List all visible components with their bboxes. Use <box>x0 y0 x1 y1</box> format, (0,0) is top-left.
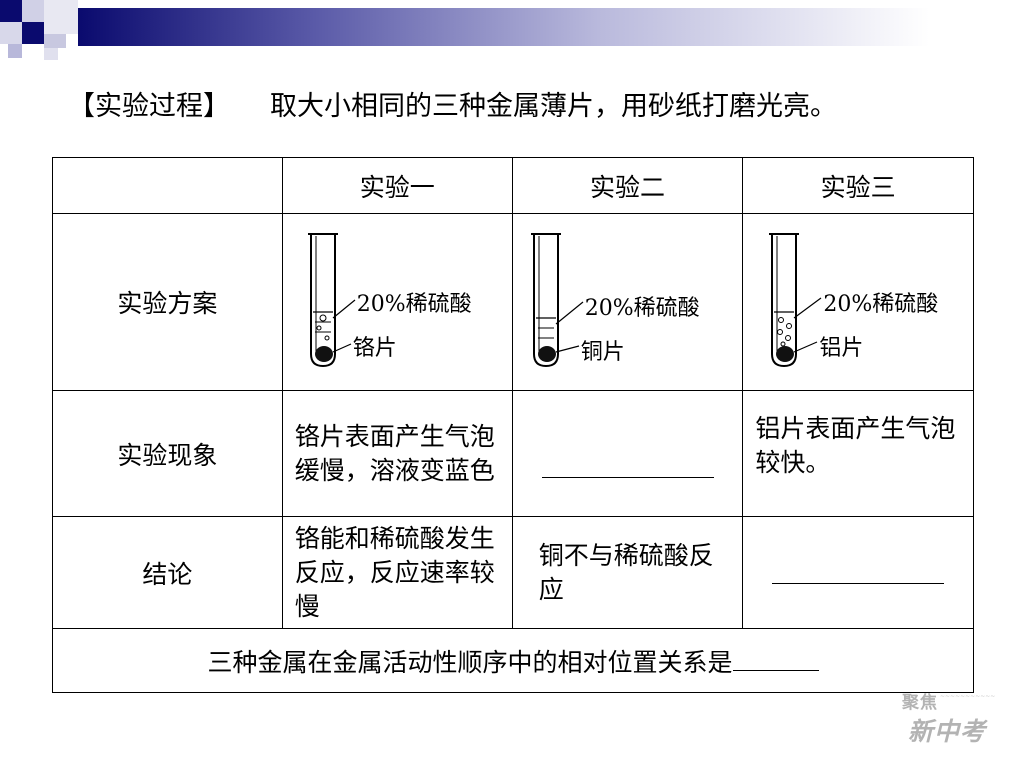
deco-square <box>0 0 22 22</box>
conclusion-exp2-text: 铜不与稀硫酸反应 <box>538 540 714 604</box>
test-tube-icon <box>530 233 584 368</box>
test-tube-figure: 20%稀硫酸 铬片 <box>283 214 512 390</box>
row-label-phenomenon: 实验现象 <box>52 390 283 517</box>
conclusion-exp3-cell <box>742 516 974 629</box>
deco-square <box>44 48 58 60</box>
test-tube-icon <box>769 233 822 368</box>
table-row-phenomenon: 实验现象 铬片表面产生气泡缓慢，溶液变蓝色 铝片表面产生气泡较快。 <box>52 390 974 517</box>
heading-text: 取大小相同的三种金属薄片，用砂纸打磨光亮。 <box>270 91 837 122</box>
table-row-final: 三种金属在金属活动性顺序中的相对位置关系是 <box>52 628 974 693</box>
phenomenon-exp2-cell <box>511 390 744 517</box>
phenomenon-exp1-cell: 铬片表面产生气泡缓慢，溶液变蓝色 <box>281 390 513 517</box>
deco-square <box>44 34 66 48</box>
deco-square <box>22 0 44 22</box>
header-exp2: 实验二 <box>511 157 744 214</box>
deco-square <box>22 22 44 44</box>
logo-line2: 新中考 <box>908 717 987 746</box>
logo-tiny-text: ~~~~~~~~~~~ <box>940 693 996 700</box>
answer-blank[interactable] <box>541 455 714 478</box>
answer-blank[interactable] <box>772 561 945 584</box>
plan-exp3-cell: 20%稀硫酸 铝片 <box>742 213 974 391</box>
final-question-cell: 三种金属在金属活动性顺序中的相对位置关系是 <box>52 628 974 693</box>
watermark-logo: 聚焦 ~~~~~~~~~~~ 新中考 <box>898 688 998 748</box>
phenomenon-exp3-text: 铝片表面产生气泡较快。 <box>755 413 956 477</box>
acid-label: 20%稀硫酸 <box>356 292 472 317</box>
table-row-conclusion: 结论 铬能和稀硫酸发生反应，反应速率较慢 铜不与稀硫酸反应 <box>52 516 974 629</box>
header-empty-cell <box>52 157 283 214</box>
table-row-plan: 实验方案 20%稀硫酸 铬片 <box>52 213 974 391</box>
header-exp3: 实验三 <box>742 157 974 214</box>
metal-label: 铜片 <box>580 340 625 365</box>
conclusion-exp1-text: 铬能和稀硫酸发生反应，反应速率较慢 <box>294 523 495 621</box>
conclusion-exp2-cell: 铜不与稀硫酸反应 <box>511 516 744 629</box>
phenomenon-exp3-cell: 铝片表面产生气泡较快。 <box>742 390 974 517</box>
section-heading: 【实验过程】 取大小相同的三种金属薄片，用砂纸打磨光亮。 <box>68 84 837 123</box>
metal-label: 铝片 <box>819 336 864 361</box>
deco-square <box>0 22 22 44</box>
header-exp1: 实验一 <box>281 157 513 214</box>
acid-label: 20%稀硫酸 <box>584 296 700 321</box>
plan-exp2-cell: 20%稀硫酸 铜片 <box>511 213 744 391</box>
gradient-bar <box>78 8 1024 46</box>
logo-line1: 聚焦 <box>902 693 938 713</box>
final-question-text: 三种金属在金属活动性顺序中的相对位置关系是 <box>207 647 733 677</box>
metal-label: 铬片 <box>352 336 397 361</box>
deco-square <box>8 44 22 58</box>
test-tube-figure: 20%稀硫酸 铜片 <box>513 214 743 390</box>
acid-label: 20%稀硫酸 <box>823 292 939 317</box>
row-label-conclusion: 结论 <box>52 516 283 629</box>
row-label-plan: 实验方案 <box>52 213 283 391</box>
plan-exp1-cell: 20%稀硫酸 铬片 <box>281 213 513 391</box>
heading-tag: 【实验过程】 <box>68 91 230 122</box>
table-header-row: 实验一 实验二 实验三 <box>52 157 974 214</box>
experiment-table: 实验一 实验二 实验三 实验方案 20%稀硫酸 <box>52 157 974 693</box>
deco-square <box>44 0 78 34</box>
test-tube-icon <box>307 233 356 368</box>
answer-blank[interactable] <box>732 648 819 671</box>
title-bar-decoration <box>0 0 1024 60</box>
test-tube-figure: 20%稀硫酸 铝片 <box>743 214 973 390</box>
conclusion-exp1-cell: 铬能和稀硫酸发生反应，反应速率较慢 <box>281 516 513 629</box>
phenomenon-exp1-text: 铬片表面产生气泡缓慢，溶液变蓝色 <box>294 421 495 485</box>
